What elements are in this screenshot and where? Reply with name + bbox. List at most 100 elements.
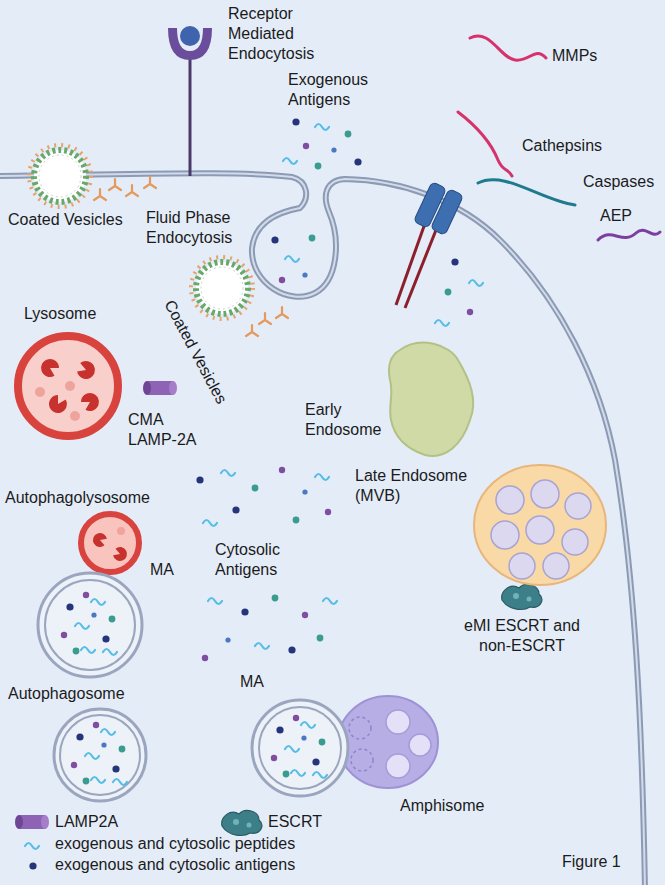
protease-receptor — [396, 182, 464, 308]
coated-vesicles — [259, 313, 271, 324]
organelle-outline — [526, 516, 554, 544]
organelle-outline — [38, 573, 142, 677]
antigen-scatter — [469, 280, 483, 286]
label-holder: Caspases — [583, 172, 661, 192]
caption-holder: Figure 1 — [562, 852, 621, 872]
organelle-outline — [113, 547, 127, 561]
organelle-outline — [349, 717, 371, 739]
antigen-scatter — [302, 272, 307, 277]
antigen-scatter — [317, 635, 324, 642]
callout-label: eMI ESCRT and non-ESCRT — [452, 616, 592, 656]
organelle-outline — [81, 514, 139, 572]
antigen-scatter — [451, 258, 458, 265]
callout-label: Caspases — [583, 172, 661, 192]
antigen-scatter — [255, 643, 269, 649]
legend-row: exogenous and cytosolic peptides — [55, 834, 295, 854]
callout-label: Cytosolic Antigens — [215, 540, 305, 580]
antigen-scatter — [331, 147, 336, 152]
organelle-node: Lysosome — [8, 304, 132, 444]
organelle-outline — [409, 734, 431, 756]
legend-swatch — [222, 810, 262, 835]
callout-label: Receptor Mediated Endocytosis — [228, 4, 328, 64]
organelle-outline — [70, 411, 80, 421]
coated-vesicles — [94, 189, 106, 200]
organelle-outline — [41, 359, 59, 377]
antigen-scatter — [323, 598, 337, 604]
coated-vesicles — [246, 325, 258, 336]
label-holder: Cathepsins — [522, 136, 632, 156]
callout-label: Cathepsins — [522, 136, 632, 156]
antigen-scatter — [435, 320, 449, 326]
coated-vesicles — [126, 185, 138, 196]
label-holder: MMPs — [552, 46, 632, 66]
callout-label: Coated Vesicles — [8, 210, 148, 230]
organelle-outline — [389, 343, 473, 456]
legend-swatch — [16, 810, 48, 834]
label-holder: Fluid Phase Endocytosis — [146, 208, 246, 248]
organelle-outline — [562, 529, 588, 555]
antigen-scatter — [252, 485, 259, 492]
legend-text: ESCRT — [268, 812, 322, 832]
organelle-outline — [45, 580, 135, 670]
protease-curves — [470, 36, 546, 60]
antigen-scatter — [208, 598, 222, 604]
antigen-scatter — [202, 655, 208, 661]
organelle-outline — [491, 521, 519, 549]
organelle-node: Autophagosome — [4, 570, 164, 708]
callout-label: MA — [150, 560, 190, 580]
legend-row: ESCRT — [268, 812, 322, 832]
organelle-outline — [386, 710, 410, 734]
organelle-node: Autophagolysosome — [4, 486, 174, 578]
free-autophagosome — [60, 715, 140, 795]
antigen-scatter — [315, 474, 329, 480]
legend-swatch — [17, 854, 49, 878]
label-holder: MA — [240, 672, 280, 692]
organelle-outline — [338, 696, 438, 788]
organelle-outline — [509, 553, 535, 579]
antigen-scatter — [196, 476, 203, 483]
organelle-outline — [474, 465, 606, 585]
antigen-scatter — [303, 143, 309, 149]
organelle-label: Autophagolysosome — [5, 488, 170, 508]
label-holder: Exogenous Antigens — [288, 70, 388, 110]
lamp2a-channel — [143, 381, 177, 395]
organelle-outline — [259, 707, 341, 789]
escrt-complex — [502, 584, 542, 609]
coated-vesicles — [191, 257, 253, 319]
legend-swatch — [15, 815, 49, 829]
legend-text: exogenous and cytosolic antigens — [55, 855, 295, 875]
legend-row: LAMP2A — [55, 812, 118, 832]
callout-label: CMA LAMP-2A — [128, 410, 208, 450]
antigen-scatter — [288, 646, 295, 653]
label-holder: eMI ESCRT and non-ESCRT — [452, 616, 592, 656]
organelle-outline — [531, 480, 559, 508]
legend-swatch — [29, 862, 36, 869]
callout-label: Exogenous Antigens — [288, 70, 388, 110]
organelle-outline — [93, 533, 107, 547]
callout-label: MA — [240, 672, 280, 692]
antigen-scatter — [445, 289, 452, 296]
coated-vesicles — [109, 179, 121, 190]
antigen-scatter — [302, 612, 308, 618]
antigen-scatter — [345, 131, 352, 138]
organelle-label: Lysosome — [24, 304, 124, 324]
organelle-node: Amphisome — [236, 692, 492, 820]
receptor-icon — [180, 26, 200, 46]
organelle-outline — [496, 486, 524, 514]
label-holder: Cytosolic Antigens — [215, 540, 305, 580]
antigen-scatter — [272, 595, 279, 602]
antigen-scatter — [271, 236, 278, 243]
organelle-outline — [77, 361, 95, 379]
free-autophagosome — [71, 722, 127, 785]
organelle-label: Amphisome — [400, 796, 490, 816]
free-autophagosome — [54, 709, 146, 801]
organelle-label: Early Endosome — [305, 400, 387, 440]
coated-vesicles — [276, 307, 288, 318]
organelle-outline — [61, 592, 117, 655]
organelle-outline — [35, 387, 45, 397]
organelle-outline — [8, 304, 132, 444]
legend-text: exogenous and cytosolic peptides — [55, 834, 295, 854]
antigen-scatter — [293, 517, 300, 524]
antigen-scatter — [309, 235, 316, 242]
